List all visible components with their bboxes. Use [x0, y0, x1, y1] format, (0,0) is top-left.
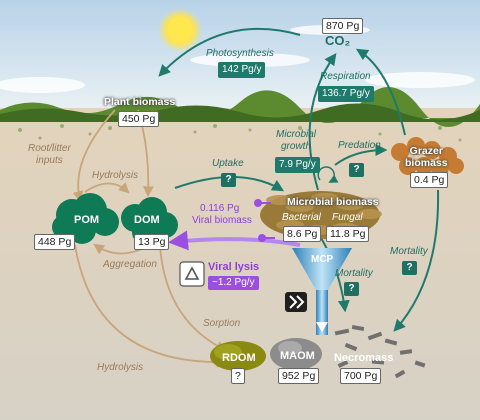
hydrolysis-top-label: Hydrolysis — [92, 170, 139, 181]
predation-arrow — [334, 144, 388, 166]
photosynthesis-label: Photosynthesis — [206, 48, 274, 59]
maom-label: MAOM — [280, 350, 315, 362]
co2-value: 870 Pg — [322, 18, 364, 34]
mcp-label: MCP — [311, 254, 334, 265]
respiration-label: Respiration — [320, 71, 371, 82]
plant-biomass-label: Plant biomass — [104, 96, 176, 108]
bacterial-value: 8.6 Pg — [283, 226, 322, 242]
viral-lysis-arrow — [168, 230, 301, 251]
microbial-growth-value: 7.9 Pg/y — [275, 157, 320, 173]
rdom-value: ? — [231, 368, 245, 384]
mortality-grazer-label: Mortality — [390, 246, 428, 257]
mortality-grazer-value: ? — [402, 261, 417, 275]
predation-label: Predation — [338, 140, 381, 151]
recycle-icon — [179, 261, 205, 287]
viral-lysis-value: ~1.2 Pg/y — [208, 276, 259, 290]
root-litter-label: Root/litter inputs — [28, 143, 71, 166]
co2-label: CO₂ — [325, 33, 351, 48]
dom-label: DOM — [134, 214, 160, 226]
grazer-biomass-value: 0.4 Pg — [410, 172, 449, 188]
rdom-blob — [210, 341, 266, 371]
viral-lysis-label: Viral lysis — [208, 261, 260, 273]
microbial-biomass-label: Microbial biomass — [287, 196, 379, 208]
necromass-value: 700 Pg — [340, 368, 382, 384]
uptake-label: Uptake — [212, 158, 244, 169]
photosynthesis-value: 142 Pg/y — [218, 62, 266, 78]
grazer-blob — [391, 137, 464, 177]
aggregation-label: Aggregation — [103, 259, 157, 270]
photosynthesis-arrow — [158, 27, 301, 77]
plant-biomass-value: 450 Pg — [118, 111, 160, 127]
hydrolysis-bottom-label: Hydrolysis — [97, 362, 144, 373]
necromass-label: Necromass — [334, 352, 394, 364]
bacterial-label: Bacterial — [282, 212, 321, 223]
maom-value: 952 Pg — [278, 368, 320, 384]
double-chevron-icon — [285, 292, 307, 312]
respiration-value: 136.7 Pg/y — [318, 86, 374, 102]
fungal-value: 11.8 Pg — [326, 226, 370, 242]
viral-biomass-label: Viral biomass — [192, 215, 252, 226]
hydrolysis-arrow-top — [84, 182, 130, 194]
rdom-label: RDOM — [222, 352, 256, 364]
sorption-arrow — [159, 244, 227, 351]
pom-value: 448 Pg — [34, 234, 76, 250]
microbial-growth-label: Microbial growth — [276, 129, 317, 152]
root-dots — [18, 124, 462, 142]
necromass-fragments — [334, 324, 426, 381]
mortality-micro-label: Mortality — [335, 268, 373, 279]
viral-biomass-value: 0.116 Pg — [200, 203, 240, 214]
dom-value: 13 Pg — [134, 234, 170, 250]
hydrolysis-arrow-bottom — [74, 244, 228, 368]
sorption-label: Sorption — [203, 318, 241, 329]
mortality-micro-value: ? — [344, 282, 359, 296]
pom-label: POM — [74, 214, 100, 226]
mortality-arrow-grazer — [393, 189, 440, 332]
respiration-arrow-grazer — [355, 48, 406, 136]
mcp-funnel — [292, 248, 352, 335]
virus-icons — [254, 199, 275, 242]
grazer-biomass-label: Grazer biomass — [405, 145, 448, 169]
litter-to-pom-arrow — [72, 109, 116, 203]
predation-value: ? — [349, 163, 364, 177]
fungal-label: Fungal — [332, 212, 363, 223]
maom-blob — [270, 338, 322, 370]
uptake-value: ? — [221, 173, 236, 187]
